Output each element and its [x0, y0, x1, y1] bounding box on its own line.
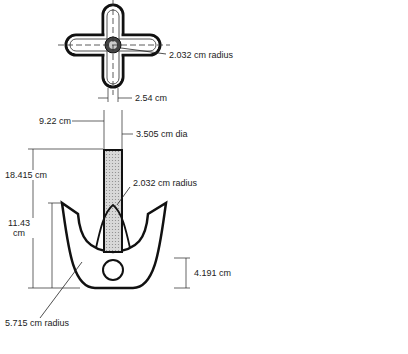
- dimension-label: 2.032 cm radius: [132, 178, 198, 188]
- dimension-label: 4.191 cm: [193, 268, 232, 278]
- dimension-label: 9.22 cm: [38, 116, 72, 126]
- dimension-label: 18.415 cm: [4, 170, 48, 180]
- dimension-label: 11.43 cm: [3, 218, 35, 238]
- dimension-label: 2.032 cm radius: [168, 50, 234, 60]
- dimension-label: 3.505 cm dia: [135, 129, 189, 139]
- dimension-label: 2.54 cm: [134, 93, 168, 103]
- dimension-label: 5.715 cm radius: [4, 318, 70, 328]
